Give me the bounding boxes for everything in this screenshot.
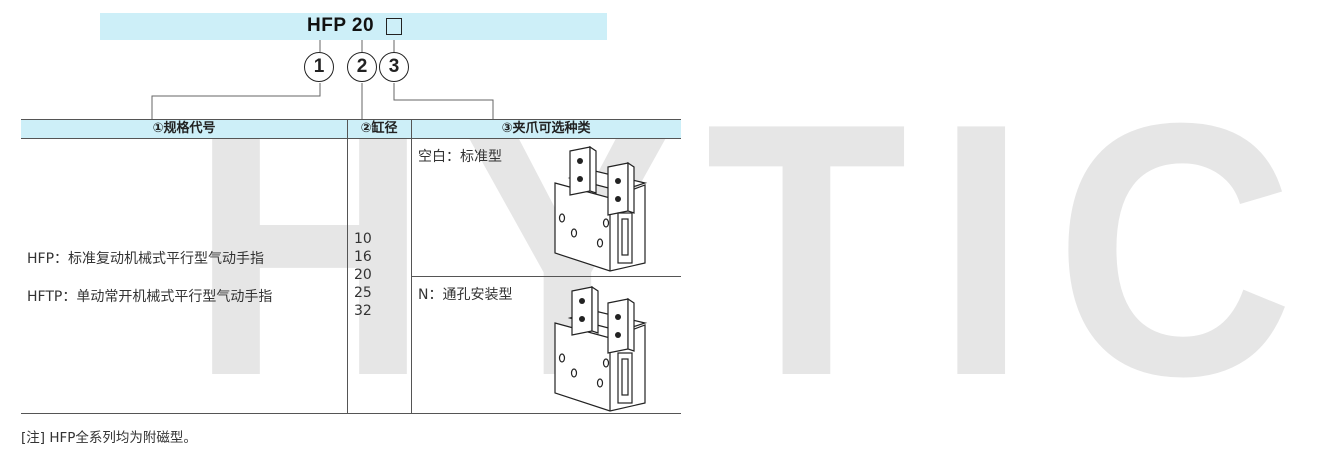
row-divider	[411, 276, 681, 277]
standard-gripper-icon	[554, 145, 648, 272]
jaw-option-standard: 空白：标准型	[418, 149, 502, 165]
option-placeholder-box	[386, 18, 402, 35]
circle-number-3: 3	[379, 52, 409, 82]
footnote: [注] HFP全系列均为附磁型。	[21, 430, 197, 446]
bore-value: 20	[354, 267, 372, 283]
bore-value: 10	[354, 231, 372, 247]
bore-value: 16	[354, 249, 372, 265]
table-header-row: ①规格代号 ②缸径 ③夹爪可选种类	[21, 119, 681, 139]
circle-number-1: 1	[304, 52, 334, 82]
through-hole-gripper-icon	[554, 285, 648, 412]
column-divider-2	[411, 119, 412, 413]
bore-value: 32	[354, 303, 372, 319]
header-jaw-options: ③夹爪可选种类	[501, 121, 591, 136]
model-code-bar	[100, 13, 607, 40]
spec-code-hftp: HFTP：单动常开机械式平行型气动手指	[27, 289, 273, 305]
header-bore: ②缸径	[360, 121, 398, 136]
spec-code-hfp: HFP：标准复动机械式平行型气动手指	[27, 251, 265, 267]
column-divider-1	[347, 119, 348, 413]
bore-value: 25	[354, 285, 372, 301]
bore-list: 10 16 20 25 32	[354, 230, 372, 320]
jaw-option-through-hole: N：通孔安装型	[418, 287, 513, 303]
table-bottom-border	[21, 413, 681, 414]
header-spec-code: ①规格代号	[152, 121, 216, 136]
circle-number-2: 2	[347, 52, 377, 82]
model-code: HFP 20	[307, 15, 375, 36]
